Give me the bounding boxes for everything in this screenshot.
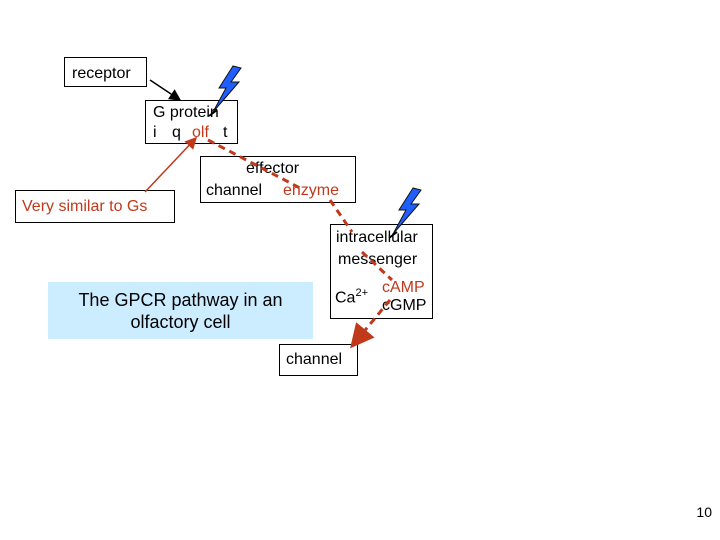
g-subunit-t: t xyxy=(223,124,228,141)
messenger-box-right xyxy=(432,224,433,319)
effector-title: effector xyxy=(246,160,300,177)
messenger-calcium: Ca2+ xyxy=(335,284,368,307)
messenger-camp: cAMP xyxy=(382,279,425,296)
caption-box: The GPCR pathway in an olfactory cell xyxy=(48,282,313,339)
messenger-box-left xyxy=(330,224,331,319)
arrow-olf-to-enzyme xyxy=(207,138,301,190)
messenger-box-bottom xyxy=(330,318,433,319)
effector-channel: channel xyxy=(206,182,263,199)
g-subunit-olf: olf xyxy=(192,124,209,141)
messenger-box-top xyxy=(330,224,433,225)
arrow-messenger-to-camp xyxy=(360,250,394,282)
arrow-enzyme-to-messenger xyxy=(328,199,354,233)
messenger-line2: messenger xyxy=(338,251,418,268)
messenger-line1: intracellular xyxy=(336,229,418,246)
caption-line2: olfactory cell xyxy=(130,311,231,332)
similar-note-label: Very similar to Gs xyxy=(22,198,148,215)
arrow-camp-to-channel xyxy=(350,299,392,349)
calcium-base: Ca xyxy=(335,289,356,307)
channel-out-box xyxy=(279,344,358,376)
receptor-box xyxy=(64,57,147,87)
similar-note-box xyxy=(15,190,175,223)
channel-out-label: channel xyxy=(286,351,343,368)
g-subunit-q: q xyxy=(172,124,181,141)
receptor-label: receptor xyxy=(72,65,131,82)
arrow-similar-to-olf xyxy=(144,136,198,193)
lightning-bolt-icon xyxy=(208,65,242,117)
calcium-sup: 2+ xyxy=(355,287,368,299)
arrow-receptor-to-gprotein xyxy=(149,79,182,101)
g-protein-title: G protein xyxy=(153,104,219,121)
lightning-bolt-icon xyxy=(388,187,422,239)
page-number: 10 xyxy=(696,504,712,520)
g-subunit-i: i xyxy=(153,124,157,141)
messenger-cgmp: cGMP xyxy=(382,297,427,314)
caption-line1: The GPCR pathway in an xyxy=(78,289,283,310)
effector-box xyxy=(200,156,356,203)
